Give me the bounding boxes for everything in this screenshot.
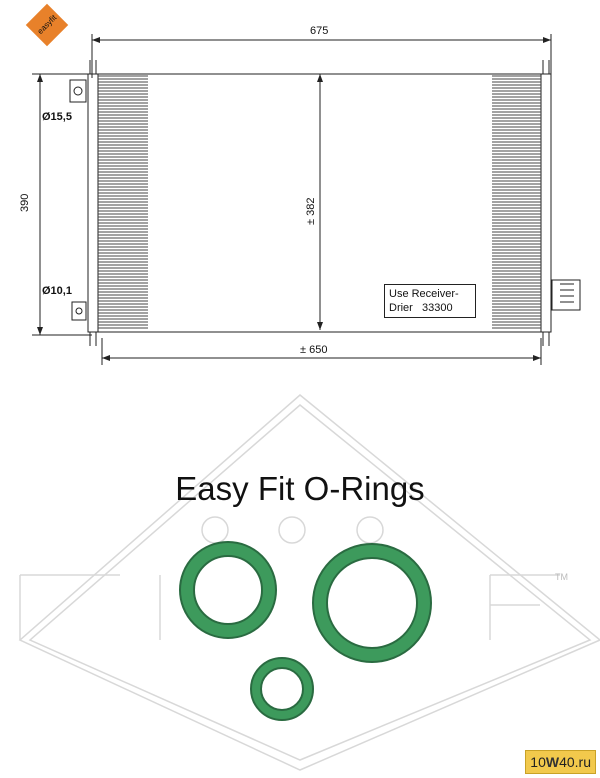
site-part-3: 40 bbox=[559, 754, 575, 770]
dimension-lines bbox=[32, 34, 552, 365]
core-width-label: ± 650 bbox=[300, 344, 327, 356]
receiver-drier-bracket bbox=[551, 279, 581, 311]
overall-width-label: 675 bbox=[310, 25, 328, 37]
nrf-watermark bbox=[18, 394, 600, 771]
o-ring-large bbox=[312, 543, 432, 663]
core-height-label: ± 382 bbox=[305, 198, 317, 225]
headline: Easy Fit O-Rings bbox=[175, 470, 425, 507]
site-part-2: W bbox=[545, 754, 560, 770]
condenser-body bbox=[87, 60, 552, 346]
fins-left bbox=[98, 75, 148, 329]
site-part-1: 10 bbox=[530, 754, 546, 770]
o-ring-small bbox=[250, 657, 314, 721]
note-line-2: Drier 33300 bbox=[389, 302, 453, 314]
upper-port bbox=[69, 79, 87, 103]
lower-port bbox=[71, 301, 87, 321]
lower-port-label: Ø10,1 bbox=[42, 285, 72, 297]
o-ring-medium bbox=[179, 541, 277, 639]
receiver-drier-note: Use Receiver- Drier 33300 bbox=[384, 284, 476, 318]
overall-height-label: 390 bbox=[19, 194, 31, 212]
note-line-1: Use Receiver- bbox=[389, 288, 459, 300]
arrowheads bbox=[37, 37, 551, 361]
site-watermark: 10W40.ru bbox=[525, 750, 596, 774]
upper-port-label: Ø15,5 bbox=[42, 111, 72, 123]
trademark-mark: TM bbox=[555, 572, 568, 582]
site-part-4: .ru bbox=[574, 754, 591, 770]
fins-right bbox=[492, 75, 541, 329]
